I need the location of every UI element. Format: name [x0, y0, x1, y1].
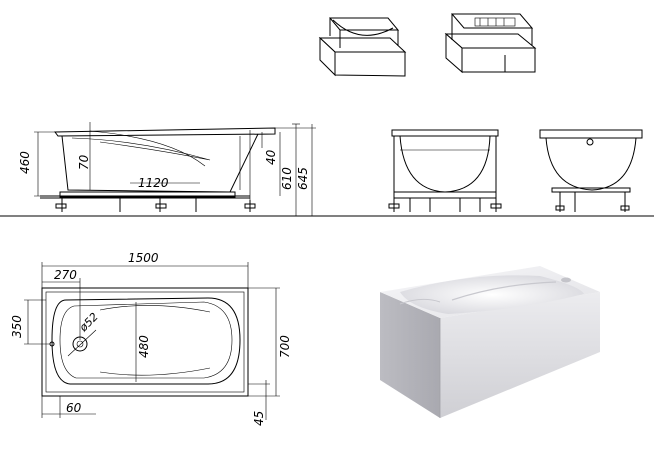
- dim-width-700: 700: [278, 335, 292, 358]
- dim-height-645: 645: [296, 167, 310, 190]
- bathtub-3d-render: [380, 266, 600, 418]
- dim-inner-width-480: 480: [137, 335, 151, 358]
- side-elevation-view: [40, 127, 276, 212]
- end-elevation-plain-view: [539, 129, 643, 212]
- dim-offset-45: 45: [252, 411, 266, 426]
- dim-depth-70: 70: [77, 154, 91, 170]
- side-dimension-lines: [34, 122, 316, 216]
- dim-height-610: 610: [280, 167, 294, 190]
- iso-view-bath-with-panel: [444, 13, 537, 74]
- dim-width-350: 350: [10, 315, 24, 338]
- plan-view: [41, 287, 249, 397]
- dim-offset-270: 270: [54, 268, 77, 282]
- plan-dimension-lines: [24, 262, 280, 420]
- dim-inner-length-1120: 1120: [138, 176, 169, 190]
- iso-view-bath-with-frame: [318, 17, 407, 77]
- dim-rim-40: 40: [264, 149, 278, 165]
- dim-offset-60: 60: [66, 401, 82, 415]
- dim-height-460: 460: [18, 151, 32, 174]
- dim-length-1500: 1500: [128, 251, 159, 265]
- end-elevation-frame-view: [388, 129, 502, 212]
